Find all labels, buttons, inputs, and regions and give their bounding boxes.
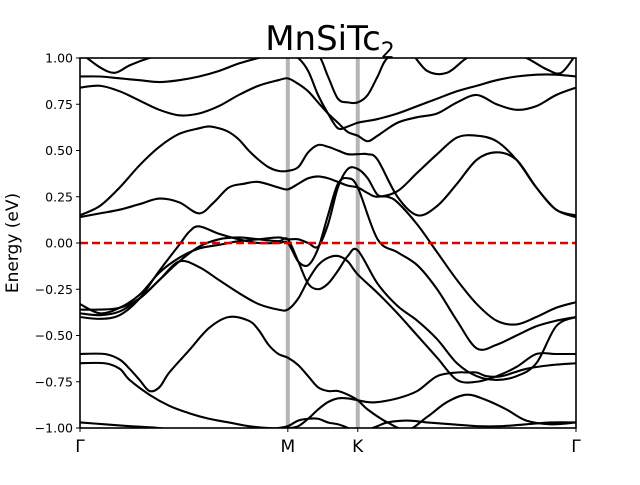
band-9 bbox=[80, 125, 576, 217]
bands bbox=[80, 58, 576, 428]
chart-title-subscript: 2 bbox=[381, 39, 395, 64]
y-tick-label: −0.50 bbox=[35, 328, 73, 343]
band-4 bbox=[80, 254, 576, 384]
chart-title-main: MnSiTc bbox=[265, 19, 381, 59]
x-tick-label-Γ: Γ bbox=[75, 437, 85, 457]
x-tick-label-K: K bbox=[352, 437, 364, 457]
y-tick-label: 1.00 bbox=[45, 51, 73, 66]
band-8 bbox=[80, 134, 576, 219]
band-10 bbox=[80, 77, 576, 143]
band-11 bbox=[80, 58, 576, 131]
x-tick-label-M: M bbox=[280, 437, 295, 457]
y-tick-label: −0.25 bbox=[35, 282, 73, 297]
x-tick-label-Γ: Γ bbox=[571, 437, 581, 457]
y-axis-label: Energy (eV) bbox=[3, 193, 23, 293]
band-5 bbox=[80, 236, 576, 381]
y-tick-label: −0.75 bbox=[35, 374, 73, 389]
band-7 bbox=[80, 166, 576, 326]
band-2 bbox=[80, 361, 576, 428]
y-tick-label: 0.25 bbox=[45, 189, 73, 204]
y-tick-label: 0.75 bbox=[45, 97, 73, 112]
band-12 bbox=[85, 58, 575, 105]
y-tick-label: −1.00 bbox=[35, 421, 73, 436]
y-tick-label: 0.50 bbox=[45, 143, 73, 158]
band-1 bbox=[80, 417, 576, 428]
band-6 bbox=[80, 176, 576, 351]
y-tick-label: 0.00 bbox=[45, 236, 73, 251]
y-axis-ticks: −1.00 −0.75 −0.50 −0.25 0.00 0.25 0.50 0.75 1.00 bbox=[35, 51, 80, 436]
band-3 bbox=[80, 315, 576, 428]
